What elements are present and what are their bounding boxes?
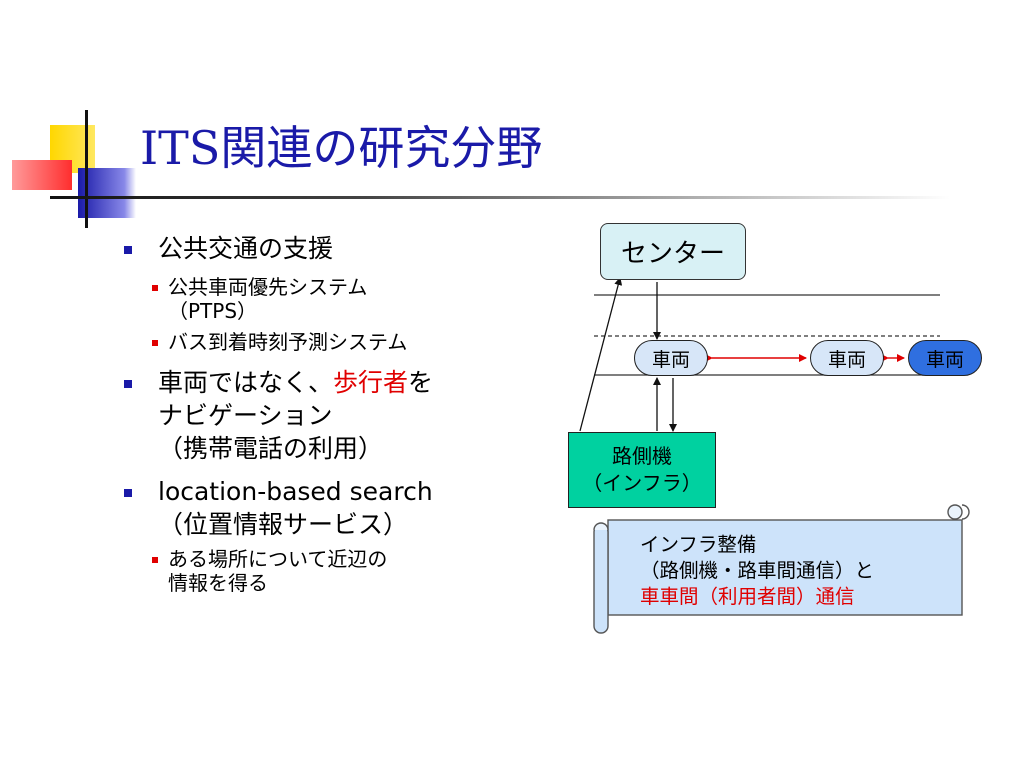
center-node: センター xyxy=(600,223,746,280)
bullet-square-icon xyxy=(124,380,132,388)
sub-bullet-text: （PTPS） xyxy=(168,299,258,323)
rsu-label: 路側機 xyxy=(612,444,672,468)
bullet-public-transport: 公共交通の支援 xyxy=(120,232,540,265)
bullet-text: 車両ではなく、 xyxy=(158,368,334,397)
sub-bullet-square-icon xyxy=(152,557,158,563)
sub-bullet-text: 情報を得る xyxy=(168,571,268,595)
bullet-text: location-based search xyxy=(158,477,433,506)
vehicle-node: 車両 xyxy=(634,340,708,376)
sub-bullet-text: 公共車両優先システム xyxy=(168,275,368,299)
scroll-caption: インフラ整備 （路側機・路車間通信）と 車車間（利用者間）通信 xyxy=(640,532,874,610)
bullet-text: 公共交通の支援 xyxy=(158,234,334,263)
arrow-rsu-to-center xyxy=(579,277,623,432)
bullet-location-based-search: location-based search （位置情報サービス） xyxy=(120,475,540,541)
highlight-text: 歩行者 xyxy=(333,368,409,397)
scroll-shape xyxy=(593,504,970,634)
title-underline xyxy=(50,196,950,199)
roadside-unit-node: 路側機 （インフラ） xyxy=(568,432,716,508)
sub-bullet-text: バス到着時刻予測システム xyxy=(168,330,408,354)
bullet-square-icon xyxy=(124,246,132,254)
scroll-line: インフラ整備 xyxy=(640,533,757,556)
bullet-list: 公共交通の支援 公共車両優先システム （PTPS） バス到着時刻予測システム 車… xyxy=(120,232,540,602)
bullet-text: を xyxy=(408,368,434,397)
slide-title: ITS関連の研究分野 xyxy=(140,121,543,175)
sub-bullet-text: ある場所について近辺の xyxy=(168,547,388,571)
scroll-line: （路側機・路車間通信）と xyxy=(640,559,875,582)
sub-bullet-nearby-info: ある場所について近辺の 情報を得る xyxy=(120,547,540,595)
rsu-sublabel: （インフラ） xyxy=(582,471,702,495)
decor-vertical-line xyxy=(85,110,88,228)
bullet-text: （位置情報サービス） xyxy=(158,510,409,539)
sub-bullet-ptps: 公共車両優先システム （PTPS） xyxy=(120,275,540,323)
bullet-text: ナビゲーション xyxy=(158,401,333,430)
sub-bullet-square-icon xyxy=(152,285,158,291)
decor-red-bar xyxy=(12,160,72,190)
sub-bullet-bus-arrival: バス到着時刻予測システム xyxy=(120,330,540,354)
scroll-line-highlight: 車車間（利用者間）通信 xyxy=(640,585,855,608)
bullet-pedestrian-navigation: 車両ではなく、歩行者を ナビゲーション （携帯電話の利用） xyxy=(120,366,540,465)
bullet-text: （携帯電話の利用） xyxy=(158,434,384,463)
bullet-square-icon xyxy=(124,489,132,497)
vehicle-node: 車両 xyxy=(810,340,884,376)
vehicle-node-highlighted: 車両 xyxy=(908,340,982,376)
sub-bullet-square-icon xyxy=(152,340,158,346)
